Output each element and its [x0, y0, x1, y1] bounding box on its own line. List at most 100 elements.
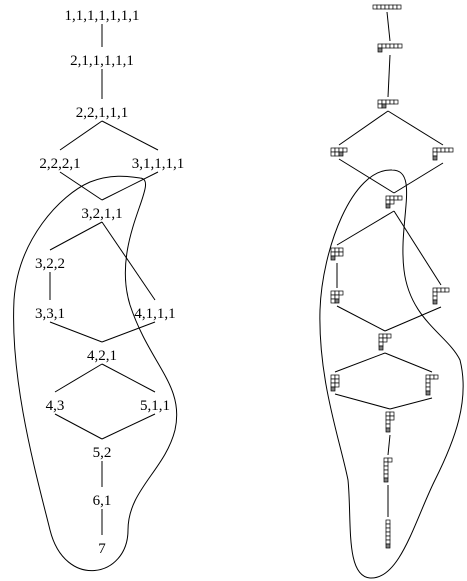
shaded-cell: [432, 155, 438, 161]
diagram-cell: [393, 99, 399, 105]
shaded-cell: [334, 298, 340, 304]
diagram-cell: [385, 519, 391, 525]
diagram-cell: [334, 151, 340, 157]
young-diagram: [425, 374, 439, 396]
partition-label: 2,2,1,1,1: [76, 105, 129, 121]
diagram-cell: [429, 374, 435, 380]
diagram-cell: [330, 378, 336, 384]
young-diagram: [377, 99, 399, 109]
partition-label: 2,2,2,1: [39, 156, 80, 172]
diagram-cell: [377, 99, 383, 105]
diagram-cell: [338, 290, 344, 296]
diagram-edge: [338, 110, 389, 146]
shaded-cell: [385, 203, 391, 209]
diagram-cell: [393, 195, 399, 201]
diagram-cell: [385, 419, 391, 425]
diagram-edge: [386, 11, 391, 42]
partition-label: 2,1,1,1,1,1: [70, 53, 134, 69]
diagram-cell: [378, 333, 384, 339]
diagram-cell: [372, 4, 378, 10]
diagram-edge: [384, 352, 433, 373]
young-diagram: [330, 147, 348, 157]
diagram-cell: [385, 535, 391, 541]
shaded-cell: [377, 47, 383, 53]
partition-label: 4,1,1,1: [134, 306, 175, 322]
partition-labels: 1,1,1,1,1,1,12,1,1,1,1,12,2,1,1,12,2,2,1…: [35, 8, 184, 557]
diagram-cell: [334, 294, 340, 300]
diagram-cell: [385, 411, 391, 417]
diagram-cell: [386, 333, 392, 339]
diagram-cell: [425, 382, 431, 388]
diagram-cell: [330, 382, 336, 388]
diagram-cell: [444, 147, 450, 153]
diagram-edge: [393, 162, 444, 194]
diagram-cell: [393, 43, 399, 49]
diagram-cell: [330, 247, 336, 253]
diagram-cell: [383, 461, 389, 467]
diagram-cell: [334, 378, 340, 384]
diagram-cell: [389, 411, 395, 417]
partition-label: 7: [98, 541, 106, 557]
partition-label: 6,1: [93, 493, 112, 509]
diagram-cell: [330, 251, 336, 257]
diagram-cell: [396, 4, 402, 10]
young-diagram: [330, 247, 344, 261]
diagram-cell: [330, 290, 336, 296]
diagram-cell: [330, 294, 336, 300]
diagram-cell: [385, 199, 391, 205]
diagram-cell: [381, 99, 387, 105]
partition-label: 5,2: [93, 445, 112, 461]
diagram-cell: [425, 374, 431, 380]
cover-edge: [59, 120, 103, 151]
diagram-cell: [338, 251, 344, 257]
shaded-cell: [381, 103, 387, 109]
diagram-cell: [380, 4, 386, 10]
diagram-cell: [334, 251, 340, 257]
diagram-cell: [397, 195, 403, 201]
diagram-cell: [389, 43, 395, 49]
young-diagram: [378, 333, 392, 351]
diagram-edge: [387, 434, 391, 456]
diagram-cell: [385, 527, 391, 533]
diagram-cell: [385, 195, 391, 201]
diagram-cell: [338, 247, 344, 253]
diagram-cell: [330, 151, 336, 157]
diagram-edge: [387, 110, 444, 146]
diagram-cell: [432, 295, 438, 301]
diagram-cell: [378, 337, 384, 343]
shaded-cell: [378, 345, 384, 351]
diagram-cell: [385, 99, 391, 105]
diagram-cell: [334, 382, 340, 388]
shaded-cell: [385, 427, 391, 433]
diagram-cell: [384, 4, 390, 10]
diagram-cell: [330, 147, 336, 153]
diagram-cell: [381, 43, 387, 49]
young-diagram: [432, 287, 450, 305]
left-enclosing-curve: [13, 175, 178, 571]
cover-edge: [54, 413, 103, 440]
diagram-cell: [334, 290, 340, 296]
diagram-cell: [342, 147, 348, 153]
diagram-cell: [392, 4, 398, 10]
cover-edge: [101, 171, 159, 201]
shaded-cell: [432, 299, 438, 305]
diagram-cell: [436, 287, 442, 293]
diagram-cell: [389, 415, 395, 421]
diagram-edge: [334, 352, 386, 373]
diagram-cell: [436, 147, 442, 153]
cover-edge: [101, 363, 156, 393]
diagram-cell: [432, 291, 438, 297]
partition-label: 5,1,1: [140, 398, 170, 414]
diagram-cell: [389, 195, 395, 201]
diagram-cell: [432, 147, 438, 153]
diagram-cell: [385, 423, 391, 429]
partition-label: 3,2,1,1: [81, 206, 122, 222]
diagram-cell: [444, 287, 450, 293]
diagram-cell: [448, 147, 454, 153]
partition-label: 4,3: [46, 398, 65, 414]
diagram-edge: [389, 397, 433, 410]
diagram-edge: [336, 210, 395, 246]
diagram-cell: [376, 4, 382, 10]
cover-edge: [49, 221, 103, 251]
